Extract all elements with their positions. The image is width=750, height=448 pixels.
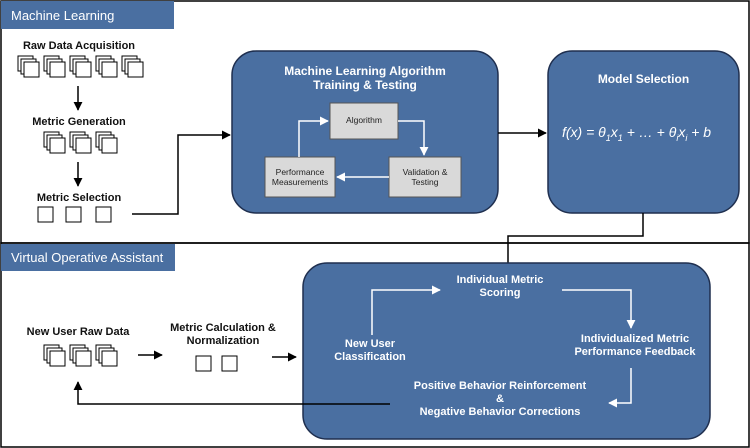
- positive-reinforcement-label: Positive Behavior Reinforcement & Negati…: [413, 380, 587, 419]
- performance-box: [264, 156, 336, 198]
- metric-stack-layer: [101, 137, 118, 154]
- raw-data-stack-layer: [23, 61, 40, 78]
- arrow-scoring-to-feedback: [562, 289, 636, 329]
- formula-subscript-ib: i: [685, 132, 688, 143]
- new-user-stack-layer: [49, 350, 66, 367]
- formula-subscript-1a: 1: [605, 132, 611, 143]
- new-user-stack-layer: [75, 350, 92, 367]
- ml-box-title: Machine Learning Algorithm Training & Te…: [284, 64, 446, 93]
- raw-data-stack-layer: [101, 61, 118, 78]
- algorithm-label: Algorithm: [346, 115, 382, 125]
- connector-model-to-assistant: [507, 213, 644, 265]
- raw-data-stack-layer: [75, 61, 92, 78]
- model-selection-title: Model Selection: [597, 72, 690, 86]
- formula-middle: + … +: [622, 124, 669, 140]
- new-user-stack-layer: [101, 350, 118, 367]
- arrow-algorithm-to-validation: [398, 120, 429, 156]
- validation-label: Validation & Testing: [402, 167, 448, 188]
- metric-calc-label: Metric Calculation & Normalization: [170, 322, 276, 348]
- new-user-raw-label: New User Raw Data: [26, 326, 130, 338]
- formula-subscript-1b: 1: [617, 132, 623, 143]
- section-tab-machine-learning: Machine Learning: [1, 1, 174, 29]
- virtual-assistant-section-frame: [0, 242, 750, 448]
- formula-x-i: x: [678, 124, 686, 140]
- arrow-feedback-to-reinforcement: [608, 368, 632, 408]
- arrow-classification-to-scoring: [371, 285, 441, 335]
- raw-data-stack-icons: [17, 55, 144, 78]
- validation-box: [388, 156, 462, 198]
- raw-data-stack-layer: [127, 61, 144, 78]
- metric-selection-square: [65, 206, 82, 223]
- model-formula: f(x) = θ1x1 + … + θixi + b: [562, 124, 711, 143]
- formula-lhs: f(x) =: [562, 124, 599, 140]
- metric-calc-square: [195, 355, 212, 372]
- metric-generation-label: Metric Generation: [32, 116, 126, 128]
- metric-stack-layer: [75, 137, 92, 154]
- formula-theta-i: θ: [668, 124, 677, 140]
- metric-selection-square: [95, 206, 112, 223]
- performance-label: Performance Measurements: [271, 167, 329, 188]
- formula-x-1: x: [610, 124, 618, 140]
- individual-scoring-label: Individual Metric Scoring: [456, 274, 544, 300]
- algorithm-box: [329, 102, 399, 140]
- raw-data-label: Raw Data Acquisition: [22, 40, 136, 52]
- raw-data-stack-layer: [49, 61, 66, 78]
- metric-calculation-square-icons: [195, 355, 238, 372]
- arrow-selection-to-ml-box: [132, 130, 231, 215]
- arrow-feedback-to-user: [73, 381, 390, 405]
- metric-generation-stack-icons: [43, 131, 118, 154]
- arrow-performance-to-algorithm: [298, 116, 329, 157]
- metric-selection-square: [37, 206, 54, 223]
- formula-subscript-ia: i: [676, 132, 679, 143]
- section-tab-virtual-assistant: Virtual Operative Assistant: [1, 244, 175, 271]
- metric-calc-square: [221, 355, 238, 372]
- metric-selection-label: Metric Selection: [36, 192, 122, 204]
- new-user-classification-label: New User Classification: [334, 338, 406, 364]
- metric-selection-square-icons: [37, 206, 112, 223]
- new-user-raw-data-stack-icons: [43, 344, 118, 367]
- metric-stack-layer: [49, 137, 66, 154]
- formula-tail: + b: [687, 124, 712, 140]
- formula-theta-1: θ: [598, 124, 606, 140]
- individualized-feedback-label: Individualized Metric Performance Feedba…: [574, 333, 696, 359]
- assistant-box: [302, 262, 711, 440]
